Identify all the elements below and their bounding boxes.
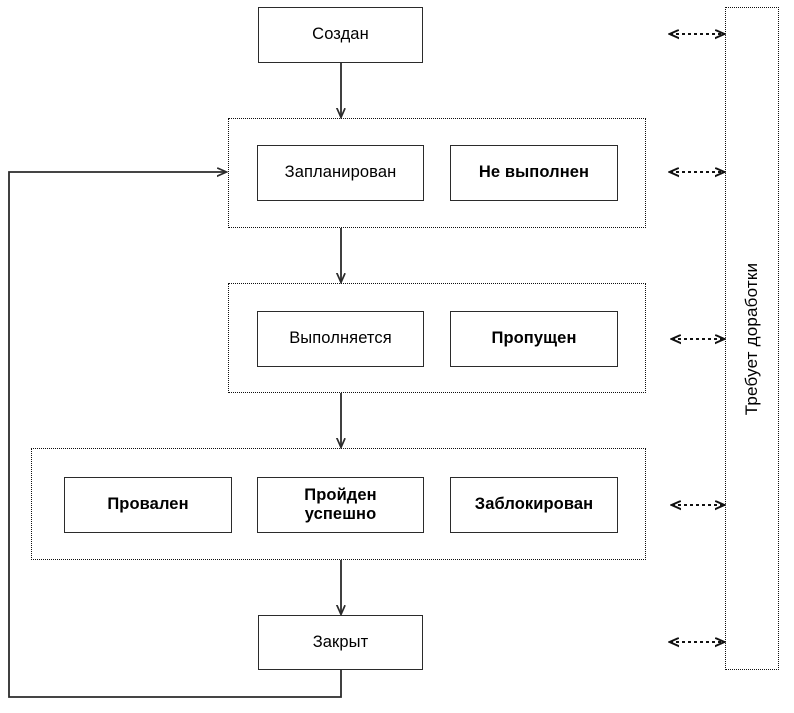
- rework-panel-label: Требует доработки: [742, 262, 762, 415]
- state-label-in-progress: Выполняется: [289, 329, 392, 348]
- state-node-failed[interactable]: Провален: [64, 477, 232, 533]
- rework-panel-label-wrap: Требует доработки: [726, 8, 778, 669]
- state-node-in-progress[interactable]: Выполняется: [257, 311, 424, 367]
- state-label-created: Создан: [312, 25, 369, 44]
- state-label-passed: Пройден успешно: [304, 485, 377, 523]
- state-node-passed[interactable]: Пройден успешно: [257, 477, 424, 533]
- state-node-skipped[interactable]: Пропущен: [450, 311, 618, 367]
- state-label-skipped: Пропущен: [491, 329, 577, 348]
- state-label-blocked: Заблокирован: [474, 495, 594, 514]
- group-planned-container: [228, 118, 646, 228]
- state-node-blocked[interactable]: Заблокирован: [450, 477, 618, 533]
- state-node-not-done[interactable]: Не выполнен: [450, 145, 618, 201]
- group-running-container: [228, 283, 646, 393]
- state-label-planned: Запланирован: [284, 163, 397, 182]
- group-finished-container: [31, 448, 646, 560]
- state-label-failed: Провален: [107, 495, 189, 514]
- state-node-created[interactable]: Создан: [258, 7, 423, 63]
- state-node-closed[interactable]: Закрыт: [258, 615, 423, 670]
- state-label-closed: Закрыт: [312, 632, 369, 651]
- state-label-not-done: Не выполнен: [478, 163, 590, 182]
- rework-panel[interactable]: Требует доработки: [725, 7, 779, 670]
- state-node-planned[interactable]: Запланирован: [257, 145, 424, 201]
